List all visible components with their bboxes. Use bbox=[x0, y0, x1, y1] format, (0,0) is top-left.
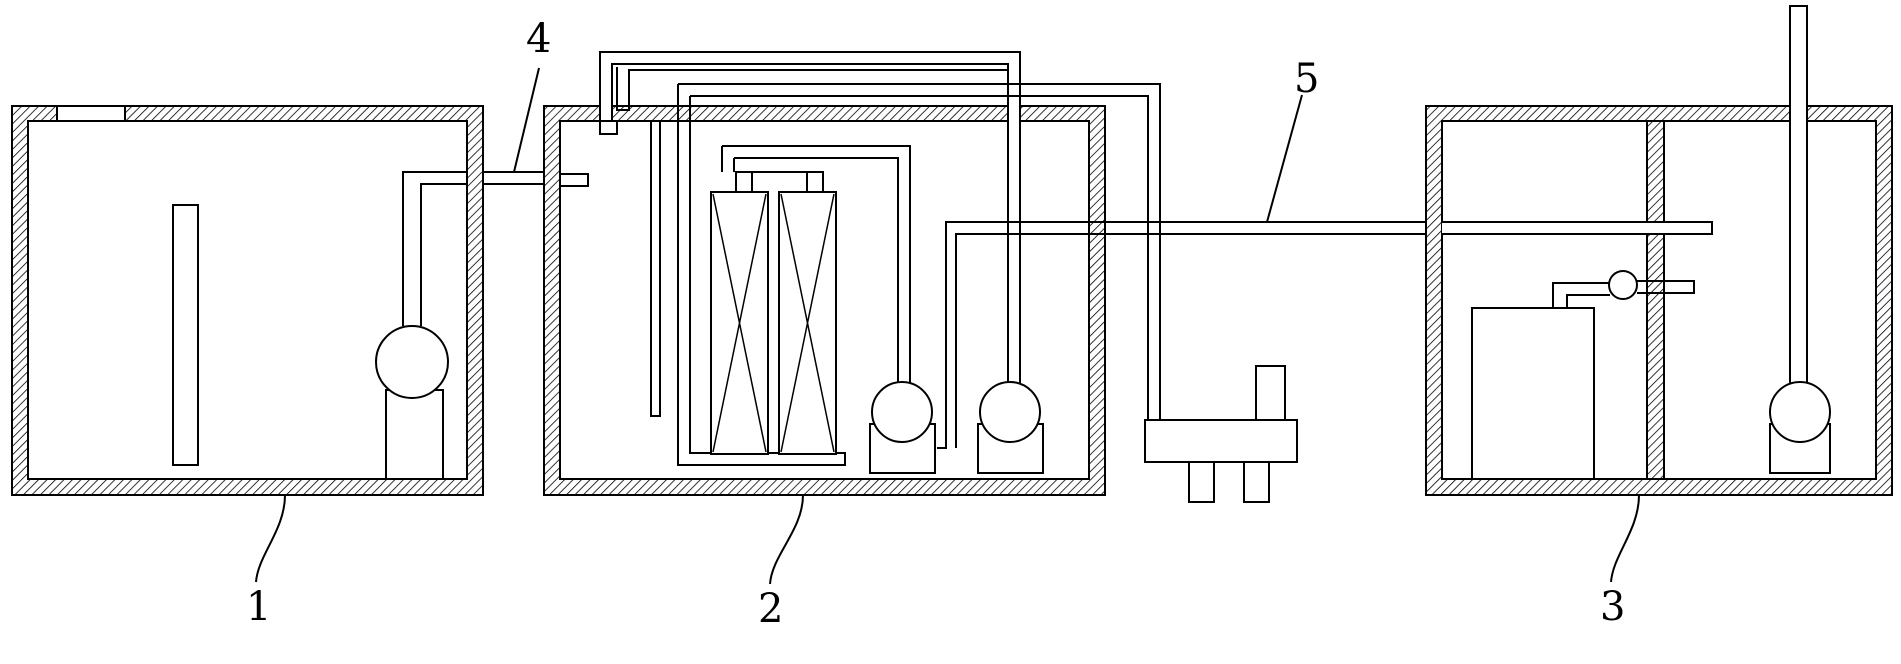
label-pipe-4: 4 bbox=[526, 16, 551, 62]
tank-3-vent-pipe bbox=[1789, 5, 1808, 393]
tank-1-baffle bbox=[172, 204, 199, 466]
tank-2-filter-header bbox=[721, 145, 911, 390]
tank-2-pump-b-icon bbox=[979, 381, 1041, 443]
tank-1-pump-base bbox=[385, 389, 444, 480]
label-pipe-5: 5 bbox=[1294, 56, 1319, 102]
filter-cartridge-2 bbox=[778, 191, 837, 455]
label-tank-1: 1 bbox=[246, 584, 271, 630]
pipe-5 bbox=[1105, 94, 1426, 235]
tank-1 bbox=[11, 105, 484, 496]
tank-1-pump-icon bbox=[375, 325, 449, 399]
pipe-4-leader bbox=[513, 67, 540, 173]
label-tank-2: 2 bbox=[758, 586, 783, 632]
tank-3 bbox=[1425, 5, 1893, 496]
tank-1-discharge-pipe bbox=[402, 171, 467, 326]
label-tank-3: 3 bbox=[1600, 584, 1625, 630]
tank-3-pump-icon bbox=[1769, 381, 1831, 443]
tank-1-leader bbox=[255, 494, 286, 583]
tank-3-equipment-box bbox=[1471, 307, 1595, 480]
tank-3-leader bbox=[1610, 494, 1640, 583]
tank-3-valve-icon bbox=[1608, 270, 1638, 300]
tank-2-dip-pipe bbox=[650, 120, 661, 417]
filter-cartridge-1 bbox=[710, 191, 769, 455]
tank-2-filter-loop bbox=[677, 83, 1161, 466]
tank-2-pump-a-icon bbox=[871, 381, 933, 443]
tank-3-divider bbox=[1646, 120, 1665, 480]
pipe-5-leader bbox=[1266, 94, 1303, 223]
tank-2 bbox=[543, 51, 1161, 496]
tank-1-lid-opening bbox=[56, 105, 126, 122]
tank-2-leader bbox=[769, 494, 804, 585]
pipe-4 bbox=[483, 67, 589, 187]
external-unit bbox=[1144, 365, 1298, 503]
